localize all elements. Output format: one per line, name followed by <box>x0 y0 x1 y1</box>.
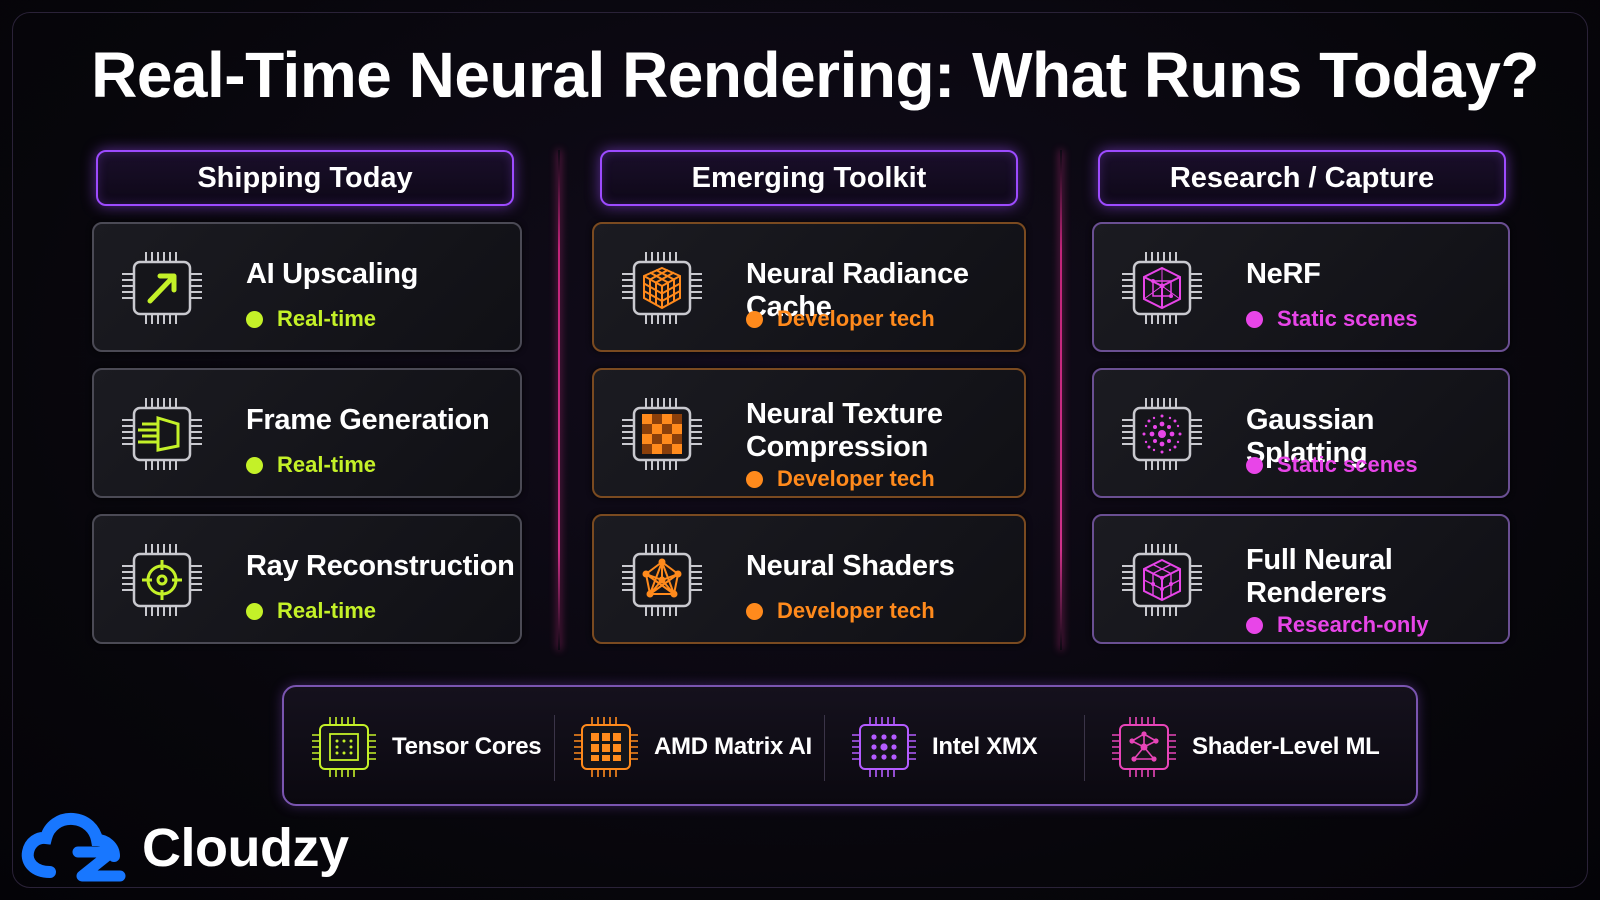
status-dot <box>746 470 763 488</box>
column-header-emerging: Emerging Toolkit <box>600 150 1018 206</box>
column-divider <box>558 150 560 650</box>
hardware-label: Shader-Level ML <box>1192 733 1380 760</box>
card-title: Neural Radiance Cache <box>746 258 969 323</box>
status-badge: Real-time <box>246 598 376 624</box>
hardware-item-tensor-cores: Tensor Cores <box>310 713 542 781</box>
status-badge: Research-only <box>1246 612 1429 638</box>
card-title: NeRF <box>1246 258 1321 290</box>
status-dot <box>246 310 263 328</box>
status-badge: Static scenes <box>1246 452 1418 478</box>
status-badge: Real-time <box>246 306 376 332</box>
tensor-core-chip-icon <box>312 717 376 777</box>
hardware-item-shader-level-ml: Shader-Level ML <box>1110 713 1380 781</box>
status-dot <box>246 602 263 620</box>
status-label: Real-time <box>277 306 377 331</box>
card-title: Full Neural Renderers <box>1246 544 1393 609</box>
tray-separator <box>554 715 555 781</box>
shader-ml-chip-icon <box>1112 717 1176 777</box>
status-label: Real-time <box>277 598 377 623</box>
column-divider <box>1060 150 1062 650</box>
card-full-neural-renderers: Full Neural Renderers Research-only <box>1092 514 1510 644</box>
card-title: AI Upscaling <box>246 258 419 290</box>
card-frame-generation: Frame Generation Real-time <box>92 368 522 498</box>
status-label: Research-only <box>1277 612 1429 637</box>
status-dot <box>1246 616 1263 634</box>
xmx-dots-chip-icon <box>852 717 916 777</box>
card-neural-radiance-cache: Neural Radiance Cache Developer tech <box>592 222 1026 352</box>
hardware-item-intel-xmx: Intel XMX <box>850 713 1038 781</box>
status-label: Developer tech <box>777 466 935 491</box>
crosshair-icon <box>120 538 204 622</box>
card-title: Neural Texture Compression <box>746 398 943 463</box>
card-neural-shaders: Neural Shaders Developer tech <box>592 514 1026 644</box>
status-label: Developer tech <box>777 306 935 331</box>
status-label: Real-time <box>277 452 377 477</box>
mesh-cube-icon <box>1120 538 1204 622</box>
checker-texture-icon <box>620 392 704 476</box>
column-header-shipping: Shipping Today <box>96 150 514 206</box>
column-header-research: Research / Capture <box>1098 150 1506 206</box>
status-label: Developer tech <box>777 598 935 623</box>
tray-separator <box>1084 715 1085 781</box>
status-dot <box>746 310 763 328</box>
card-nerf: NeRF Static scenes <box>1092 222 1510 352</box>
card-ray-reconstruction: Ray Reconstruction Real-time <box>92 514 522 644</box>
brand-name: Cloudzy <box>142 818 349 878</box>
frame-generation-icon <box>120 392 204 476</box>
matrix-grid-chip-icon <box>574 717 638 777</box>
hardware-label: Tensor Cores <box>392 733 542 760</box>
upscale-arrow-icon <box>120 246 204 330</box>
card-title: Ray Reconstruction <box>246 550 515 582</box>
card-gaussian-splatting: Gaussian Splatting Static scenes <box>1092 368 1510 498</box>
status-badge: Real-time <box>246 452 376 478</box>
status-dot <box>1246 456 1263 474</box>
card-title: Frame Generation <box>246 404 490 436</box>
hardware-item-amd-matrix-ai: AMD Matrix AI <box>572 713 812 781</box>
status-badge: Static scenes <box>1246 306 1418 332</box>
status-badge: Developer tech <box>746 598 935 624</box>
page-title: Real-Time Neural Rendering: What Runs To… <box>91 39 1539 111</box>
status-dot <box>746 602 763 620</box>
cloudzy-logo-icon <box>21 812 126 882</box>
status-label: Static scenes <box>1277 306 1418 331</box>
status-badge: Developer tech <box>746 306 935 332</box>
splat-cloud-icon <box>1120 392 1204 476</box>
tray-separator <box>824 715 825 781</box>
neural-network-icon <box>620 538 704 622</box>
hardware-label: Intel XMX <box>932 733 1038 760</box>
brand-logo: Cloudzy <box>20 808 349 888</box>
status-label: Static scenes <box>1277 452 1418 477</box>
card-ai-upscaling: AI Upscaling Real-time <box>92 222 522 352</box>
status-dot <box>246 456 263 474</box>
hardware-tray: Tensor Cores AMD Matrix AI <box>282 685 1418 806</box>
hardware-label: AMD Matrix AI <box>654 733 812 760</box>
card-neural-texture-compression: Neural Texture Compression Developer tec… <box>592 368 1026 498</box>
card-title: Gaussian Splatting <box>1246 404 1375 469</box>
wireframe-cube-icon <box>1120 246 1204 330</box>
card-title: Neural Shaders <box>746 550 955 582</box>
voxel-cube-icon <box>620 246 704 330</box>
status-badge: Developer tech <box>746 466 935 492</box>
status-dot <box>1246 310 1263 328</box>
